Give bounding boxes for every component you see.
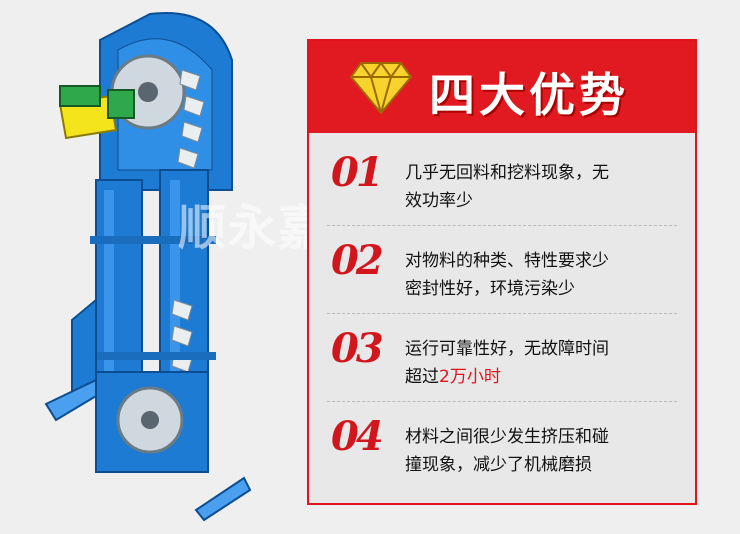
item-line-1: 对物料的种类、特性要求少 <box>405 251 609 271</box>
bucket-elevator-illustration <box>44 12 252 522</box>
advantage-item-4: 04 材料之间很少发生挤压和碰 撞现象，减少了机械磨损 <box>309 405 695 487</box>
item-line-1: 几乎无回料和挖料现象，无 <box>405 163 609 183</box>
item-text: 几乎无回料和挖料现象，无 效功率少 <box>405 159 685 215</box>
item-line-1: 材料之间很少发生挤压和碰 <box>405 427 609 447</box>
divider <box>327 313 677 314</box>
item-text: 对物料的种类、特性要求少 密封性好，环境污染少 <box>405 247 685 303</box>
item-line-2-text: 超过 <box>405 367 439 387</box>
item-text: 材料之间很少发生挤压和碰 撞现象，减少了机械磨损 <box>405 423 685 479</box>
panel-banner: 四大优势 <box>309 41 695 133</box>
item-number: 01 <box>331 149 384 196</box>
item-line-2: 撞现象，减少了机械磨损 <box>405 455 592 475</box>
item-line-2: 效功率少 <box>405 191 473 211</box>
diamond-icon <box>349 61 413 115</box>
banner-title: 四大优势 <box>429 68 629 122</box>
divider <box>327 401 677 402</box>
item-text: 运行可靠性好，无故障时间 超过2万小时 <box>405 335 685 391</box>
advantage-item-2: 02 对物料的种类、特性要求少 密封性好，环境污染少 <box>309 229 695 311</box>
advantage-item-1: 01 几乎无回料和挖料现象，无 效功率少 <box>309 141 695 223</box>
item-number: 04 <box>331 413 384 460</box>
divider <box>327 225 677 226</box>
highlight-text: 2万小时 <box>439 367 501 387</box>
item-line-2: 密封性好，环境污染少 <box>405 279 575 299</box>
advantages-panel: 四大优势 01 几乎无回料和挖料现象，无 效功率少 02 对物料的种类、特性要求… <box>307 39 697 505</box>
item-number: 02 <box>331 237 384 284</box>
item-line-1: 运行可靠性好，无故障时间 <box>405 339 609 359</box>
item-line-2: 超过2万小时 <box>405 363 685 391</box>
item-number: 03 <box>331 325 384 372</box>
advantage-item-3: 03 运行可靠性好，无故障时间 超过2万小时 <box>309 317 695 399</box>
